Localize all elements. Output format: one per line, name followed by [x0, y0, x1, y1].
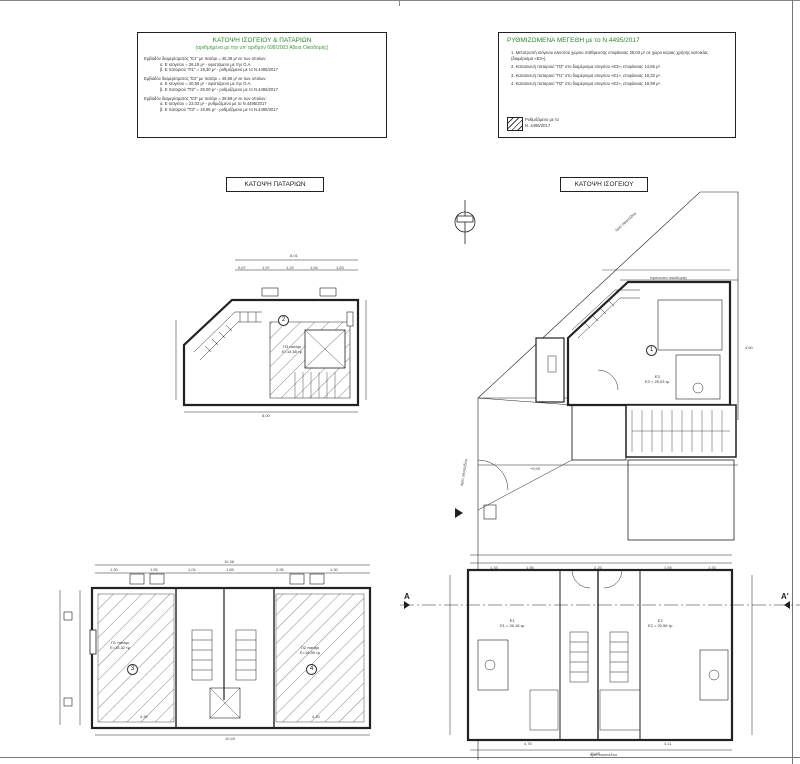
legend-item: 4. Κατασκευή παταριού "Π2" στο διαμέρισμ… [511, 81, 662, 87]
regulated-item-marker: 4 [306, 664, 317, 675]
street-line-label: πρόσωπο οικοδομής [650, 275, 688, 280]
regulated-item-marker: 3 [127, 664, 138, 675]
regulated-legend-title: ΡΥΘΜΙΖΟΜΕΝΑ ΜΕΓΕΘΗ με το Ν.4495/2017 [507, 37, 640, 44]
legend-line: Εμβαδόν διαμερίσματος "Ε3" με πατάρι = 3… [144, 95, 267, 101]
regulated-legend: ΡΥΘΜΙΖΟΜΕΝΑ ΜΕΓΕΘΗ με το Ν.4495/2017 1. … [498, 32, 736, 138]
dim-ground-sub: 4,76 [524, 741, 532, 746]
dim-mezz-top: 8,01 [290, 253, 298, 258]
legend-line: α. Ε ισογείου = 20,56 μ² - υφιστάμενο με… [160, 81, 252, 87]
dim-mezz-part: 1,57 [262, 265, 270, 270]
dim-units-mid: 4,30 [140, 714, 148, 719]
dim-ground-height: 4,60 [745, 345, 753, 350]
areas-legend-subtitle: (αριθμημένα με την υπ' αριθμόν 698/2003 … [195, 45, 329, 51]
ground-floor-plan [400, 191, 800, 760]
dim-units-part: 2,95 [276, 567, 284, 572]
dim-mezz-part: 1,24 [286, 265, 294, 270]
dim-mezz-part: 1,63 [336, 265, 344, 270]
dim-units-top: 10,36 [224, 559, 235, 564]
dim-ground-sub: 4,11 [664, 741, 672, 746]
ground-plan-title: ΚΑΤΟΨΗ ΙΣΟΓΕΙΟΥ [560, 177, 648, 192]
dim-ground-part: 1,33 [490, 565, 498, 570]
areas-legend-title: ΚΑΤΟΨΗ ΙΣΟΓΕΙΟΥ & ΠΑΤΑΡΙΩΝ [212, 37, 312, 44]
legend-line: β. Ε παταριού "Π2" = 26,00 μ² - ρυθμιζόμ… [160, 86, 278, 92]
section-marker-a-prime: A' [781, 592, 789, 601]
dim-mezz-part: 0,67 [238, 265, 246, 270]
mezzanine-plan [175, 259, 367, 413]
sheet-top-border [0, 0, 800, 1]
areas-legend: ΚΑΤΟΨΗ ΙΣΟΓΕΙΟΥ & ΠΑΤΑΡΙΩΝ (αριθμημένα μ… [137, 32, 387, 138]
dim-ground-part: 1,33 [708, 565, 716, 570]
level-mark: +0,00 [530, 466, 541, 471]
sheet-right-border [792, 0, 793, 764]
regulated-item-marker: 2 [278, 315, 289, 326]
dim-units-part: 1,55 [150, 567, 158, 572]
dim-units-part: 1,04 [188, 567, 196, 572]
sheet-fold-mark [399, 0, 400, 6]
dim-units-part: 1,30 [110, 567, 118, 572]
dim-mezz-part: 1,54 [310, 265, 318, 270]
dim-ground-part: 2,25 [594, 565, 602, 570]
section-marker-a: A [404, 592, 410, 601]
hatch-swatch [507, 117, 523, 131]
legend-line: α. Ε ισογείου = 26,18 μ² - υφιστάμενο με… [160, 61, 252, 67]
dim-units-part: 1,30 [330, 567, 338, 572]
legend-item: 1. Μετατροπή ισόγειου κλειστού χώρου στά… [511, 50, 709, 61]
sheet-bottom-border [0, 757, 800, 758]
mezzanine-plan-title: ΚΑΤΟΨΗ ΠΑΤΑΡΙΩΝ [226, 177, 324, 192]
legend-line: β. Ε παταριού "Π3" = 16,65 μ² - ρυθμιζόμ… [160, 106, 278, 112]
legend-item: 2. Κατασκευή παταριού "Π3" στο διαμέρισμ… [511, 64, 662, 70]
legend-item: 3. Κατασκευή παταριού "Π1" στο διαμέρισμ… [511, 72, 662, 78]
legend-line: α. Ε ισογείου = 23,03 μ² - ρυθμιζόμενο μ… [160, 101, 267, 107]
dim-units-bottom: 10,40 [225, 736, 236, 741]
legend-line: Εμβαδόν διαμερίσματος "Ε1" με πατάρι = 4… [144, 56, 267, 61]
dim-ground-part: 1,55 [664, 565, 672, 570]
mezzanine-units-plan [59, 564, 372, 736]
dim-units-part: 1,65 [226, 567, 234, 572]
north-arrow-icon [454, 200, 476, 244]
legend-line: β. Ε παταριού "Π1" = 19,30 μ² - ρυθμιζόμ… [160, 67, 278, 73]
dim-ground-bottom: 10,65 [590, 751, 601, 756]
dim-units-mid: 4,30 [312, 714, 320, 719]
regulated-item-marker: 1 [646, 345, 657, 356]
legend-line: Εμβαδόν διαμερίσματος "Ε2" με πατάρι = 4… [144, 75, 267, 81]
dim-mezz-bottom: 8,00 [262, 413, 270, 418]
dim-ground-part: 1,55 [526, 565, 534, 570]
hatch-key-label: Ρυθμιζόμενο με το Ν. 4495/2017 [525, 117, 559, 128]
plot-boundary-label: όριο οικοπέδου [590, 752, 618, 757]
